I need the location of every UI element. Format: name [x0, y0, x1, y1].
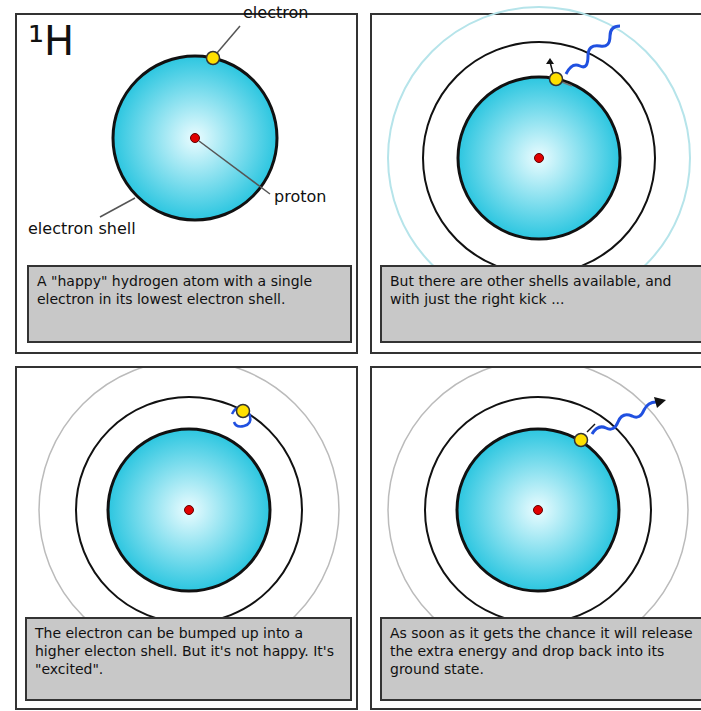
caption-box: A "happy" hydrogen atom with a single el…	[27, 265, 352, 343]
part-label: proton	[274, 188, 326, 206]
caption-text: A "happy" hydrogen atom with a single el…	[37, 272, 340, 308]
isotope-symbol: ¹H	[28, 18, 74, 64]
caption-text: But there are other shells available, an…	[390, 272, 693, 308]
part-label: electron	[243, 4, 308, 22]
caption-text: The electron can be bumped up into a hig…	[35, 624, 340, 679]
caption-box: The electron can be bumped up into a hig…	[25, 617, 352, 701]
caption-box: As soon as it gets the chance it will re…	[380, 617, 701, 701]
caption-box: But there are other shells available, an…	[380, 265, 701, 343]
part-label: electron shell	[28, 220, 136, 238]
caption-text: As soon as it gets the chance it will re…	[390, 624, 693, 679]
